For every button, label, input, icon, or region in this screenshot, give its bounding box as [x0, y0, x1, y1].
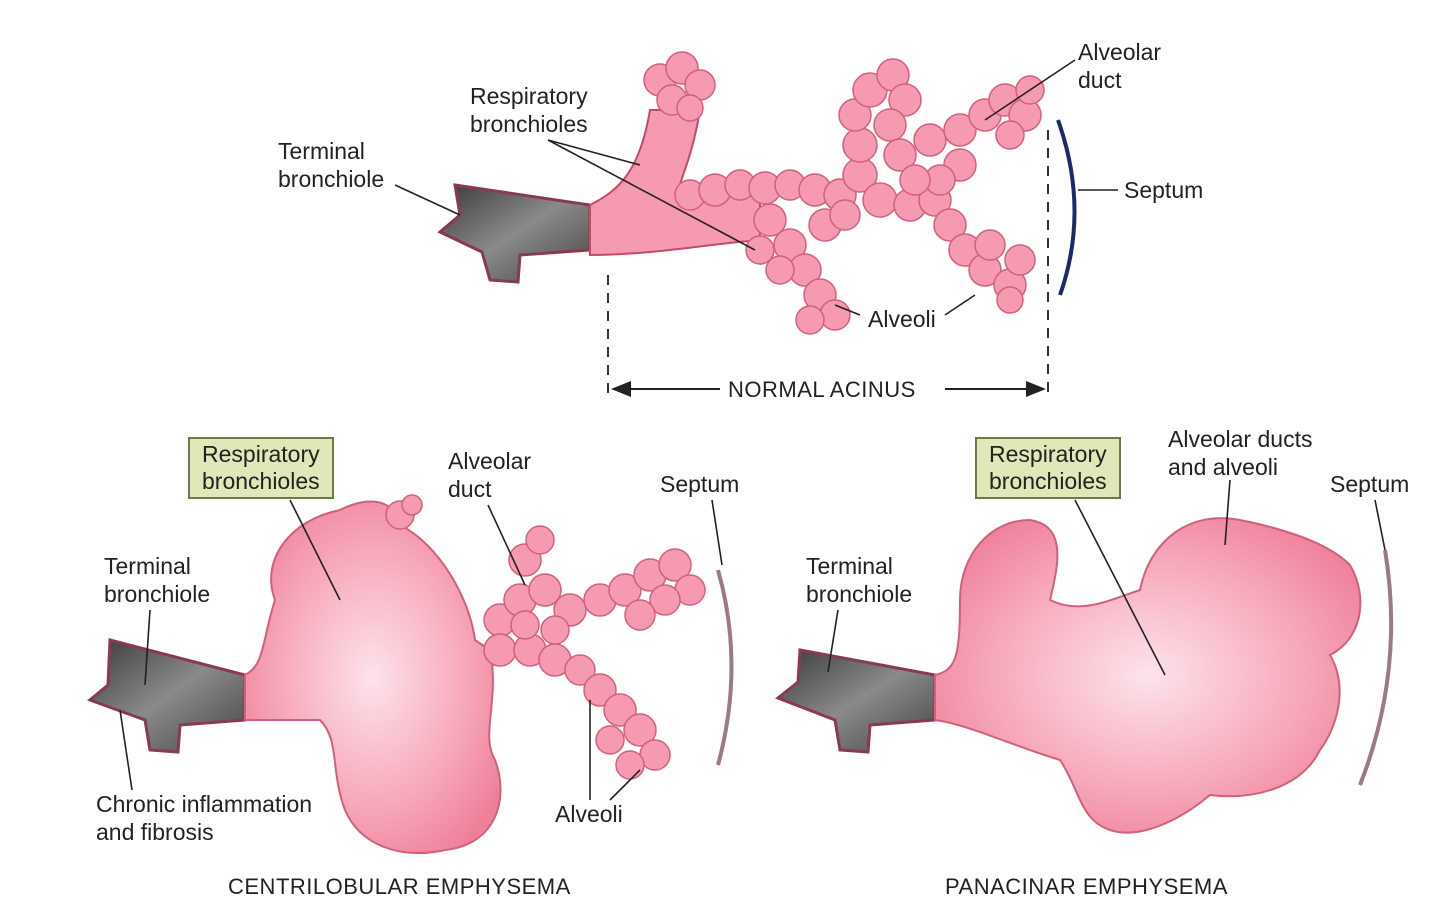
- panacinar-drawing: [775, 479, 1394, 834]
- normal-alveolar-duct-label: Alveolar duct: [1078, 39, 1162, 93]
- centrilobular-leader-lines: [119, 499, 723, 801]
- centrilobular-chronic-inflammation-label: Chronic inflammation and fibrosis: [96, 791, 313, 845]
- normal-acinus-drawing: [394, 51, 1118, 400]
- panacinar-respiratory-bronchioles-label: Respiratory bronchioles: [975, 437, 1121, 499]
- centrilobular-alveolar-duct-label: Alveolar duct: [448, 448, 532, 502]
- normal-leader-lines: [394, 59, 1118, 316]
- normal-terminal-bronchiole-shape: [437, 183, 592, 284]
- normal-respiratory-bronchioles-label: Respiratory bronchioles: [470, 83, 588, 137]
- normal-terminal-bronchiole-label: Terminal bronchiole: [278, 138, 385, 192]
- centrilobular-terminal-bronchiole-shape: [87, 638, 247, 754]
- normal-alveoli-label: Alveoli: [868, 306, 936, 332]
- centrilobular-caption: CENTRILOBULAR EMPHYSEMA: [228, 874, 571, 899]
- centrilobular-alveoli-clusters: [385, 494, 706, 780]
- panacinar-terminal-bronchiole-label: Terminal bronchiole: [806, 553, 913, 607]
- centrilobular-septum-label: Septum: [660, 471, 740, 497]
- normal-septum-arc: [1056, 119, 1077, 296]
- panacinar-septum-label: Septum: [1330, 471, 1410, 497]
- centrilobular-septum-arc: [716, 569, 734, 766]
- panacinar-terminal-bronchiole-shape: [775, 648, 937, 754]
- normal-septum-label: Septum: [1124, 177, 1204, 203]
- centrilobular-alveoli-label: Alveoli: [555, 801, 623, 827]
- centrilobular-respiratory-bronchioles-label: Respiratory bronchioles: [188, 437, 334, 499]
- centrilobular-drawing: [87, 494, 734, 854]
- centrilobular-terminal-bronchiole-label: Terminal bronchiole: [104, 553, 211, 607]
- panacinar-leader-lines: [827, 479, 1386, 676]
- panacinar-septum-arc: [1358, 549, 1394, 786]
- panacinar-caption: PANACINAR EMPHYSEMA: [945, 874, 1228, 899]
- panacinar-alveolar-ducts-label: Alveolar ducts and alveoli: [1168, 426, 1313, 480]
- normal-acinus-caption: NORMAL ACINUS: [728, 377, 916, 402]
- normal-alveoli-clusters: [643, 51, 1045, 335]
- panacinar-enlarged-acinus: [934, 517, 1362, 834]
